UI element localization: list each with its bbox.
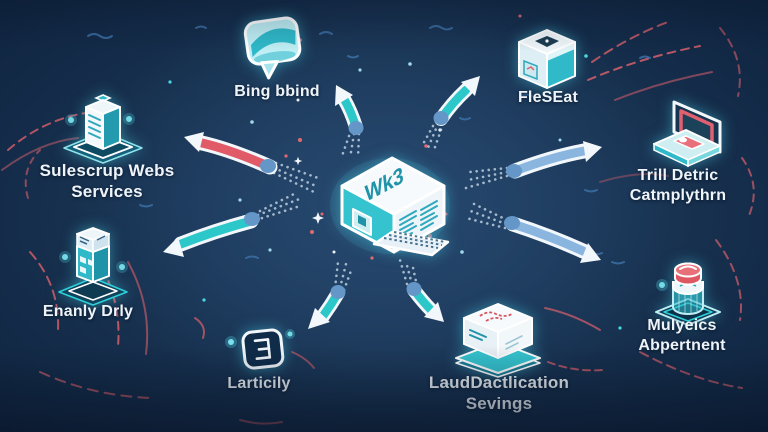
frame-device-icon xyxy=(650,100,726,172)
canister-platform-icon xyxy=(652,255,724,327)
arrow-right-down xyxy=(464,200,601,263)
node-label-larticily: Larticily xyxy=(227,375,291,392)
arrow-up-right xyxy=(420,76,480,152)
keyboard xyxy=(372,230,450,257)
arrow-down-left-short xyxy=(308,260,354,329)
arrow-down-right xyxy=(398,258,444,322)
red-streaks-right xyxy=(544,21,755,389)
circuit-tower-icon xyxy=(53,226,133,306)
node-label-bing-bbind: Bing bbind xyxy=(234,83,320,100)
node-label-fleseat: FleSEat xyxy=(517,89,579,106)
web3-computer-icon: Wk3 xyxy=(326,148,452,260)
rounded-badge-icon xyxy=(238,326,288,374)
server-tower-icon xyxy=(60,92,146,164)
particle-dots xyxy=(168,14,622,330)
sparkle-icons xyxy=(293,156,451,388)
server-box-icon xyxy=(513,28,581,92)
arrow-up xyxy=(335,85,364,160)
arrow-down-left xyxy=(163,190,304,257)
chat-bubble-icon xyxy=(233,14,313,82)
node-label-enanly-drly: Enanly Drly xyxy=(42,303,134,320)
crate-platform-icon xyxy=(450,296,546,378)
red-streaks-left xyxy=(1,111,315,425)
arrow-right-up xyxy=(464,141,602,190)
arrow-up-left xyxy=(184,132,320,194)
